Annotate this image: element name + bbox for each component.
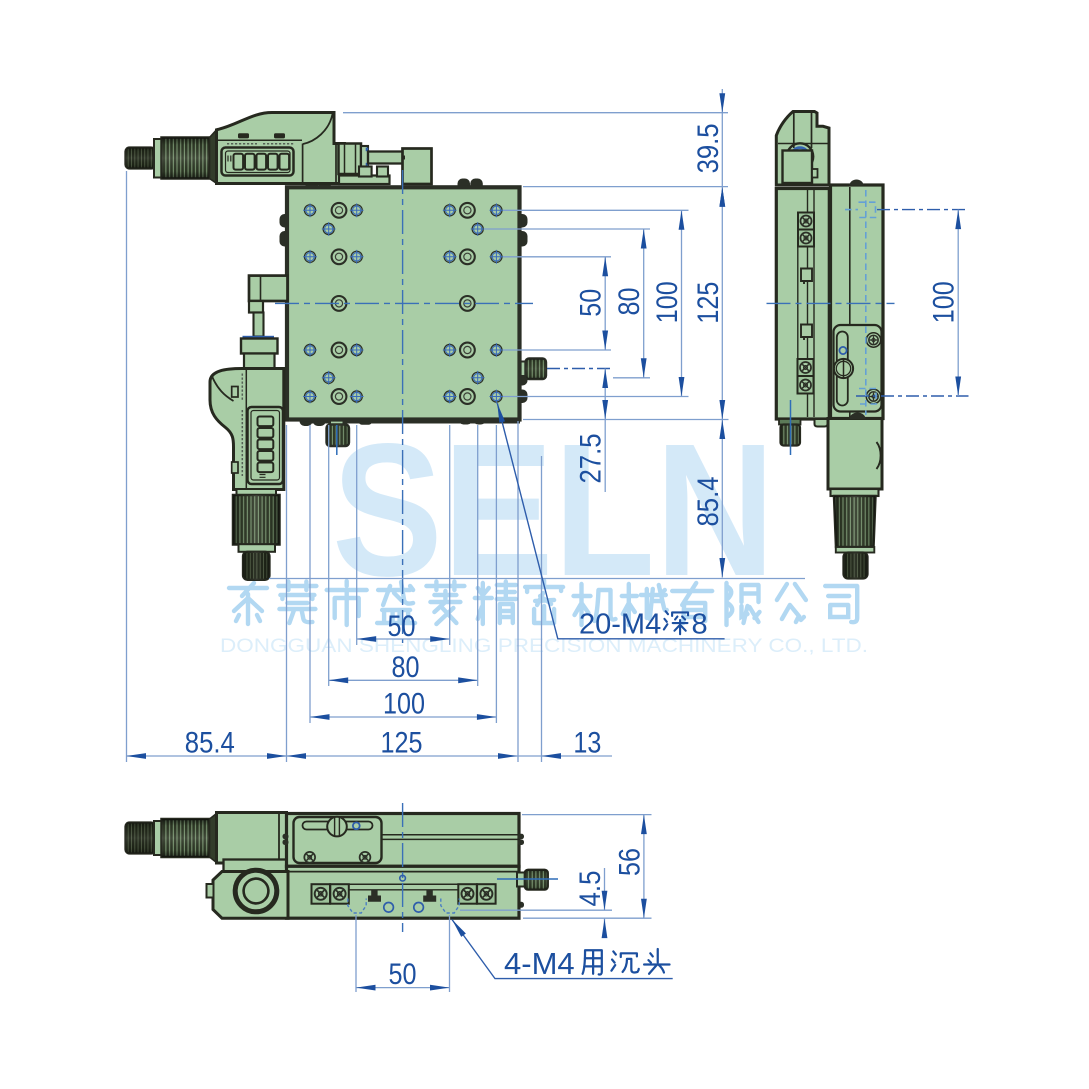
svg-text:80: 80	[392, 651, 420, 684]
svg-text:8: 8	[692, 609, 708, 641]
svg-text:100: 100	[383, 688, 425, 721]
svg-text:85.4: 85.4	[185, 727, 235, 760]
svg-text:125: 125	[381, 727, 423, 760]
svg-text:50: 50	[575, 289, 608, 317]
svg-text:50: 50	[388, 610, 416, 643]
svg-text:DONGGUAN SHENGLING PRECISION M: DONGGUAN SHENGLING PRECISION MACHINERY C…	[220, 636, 868, 657]
svg-text:56: 56	[613, 848, 646, 876]
svg-text:SELN: SELN	[332, 405, 775, 616]
svg-text:125: 125	[692, 282, 725, 324]
svg-text:4.5: 4.5	[574, 871, 607, 907]
svg-text:4-M4: 4-M4	[504, 946, 575, 981]
svg-text:100: 100	[928, 281, 961, 323]
svg-text:50: 50	[389, 958, 417, 991]
svg-text:85.4: 85.4	[692, 477, 725, 527]
svg-text:80: 80	[613, 288, 646, 316]
svg-text:27.5: 27.5	[575, 434, 608, 484]
svg-text:100: 100	[651, 281, 684, 323]
svg-text:13: 13	[573, 727, 601, 760]
svg-text:20-M4: 20-M4	[579, 609, 661, 641]
svg-text:39.5: 39.5	[692, 123, 725, 173]
